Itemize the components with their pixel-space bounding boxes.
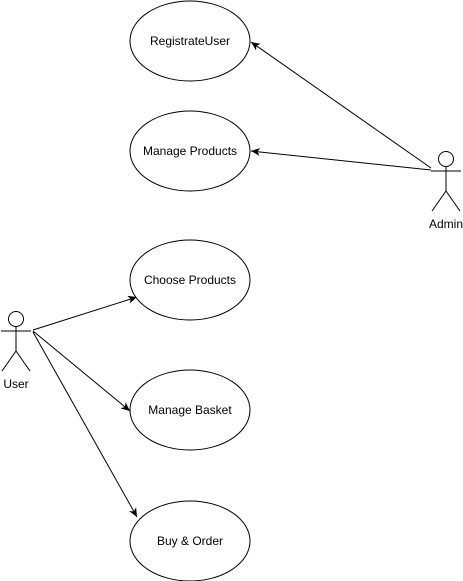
use-case-manage-basket[interactable]: Manage Basket	[129, 369, 251, 451]
actor-label: Admin	[429, 217, 463, 231]
use-case-choose-products[interactable]: Choose Products	[129, 239, 251, 321]
use-case-ellipse	[129, 0, 251, 82]
stick-figure-icon	[431, 151, 461, 212]
use-case-label: Buy & Order	[157, 534, 223, 548]
use-case-ellipse	[129, 500, 251, 581]
association-user-manage-basket[interactable]	[32, 330, 131, 412]
use-case-registrate-user[interactable]: RegistrateUser	[129, 0, 251, 82]
use-case-label: Manage Basket	[148, 403, 232, 417]
use-case-label: RegistrateUser	[150, 34, 230, 48]
association-user-buy-order[interactable]	[32, 331, 138, 518]
actor-label: User	[3, 377, 28, 391]
use-case-manage-products[interactable]: Manage Products	[129, 110, 251, 192]
use-case-label: Choose Products	[144, 273, 236, 287]
use-case-label: Manage Products	[143, 144, 237, 158]
stick-figure-icon	[1, 311, 31, 372]
use-case-ellipse	[129, 239, 251, 321]
use-case-buy-order[interactable]: Buy & Order	[129, 500, 251, 581]
use-case-ellipse	[129, 110, 251, 192]
associations	[32, 41, 432, 518]
association-admin-manage-products[interactable]	[250, 147, 432, 171]
actor-admin[interactable]: Admin	[429, 151, 463, 232]
association-admin-registrate-user[interactable]	[250, 41, 432, 169]
actor-user[interactable]: User	[1, 311, 31, 392]
association-user-choose-products[interactable]	[32, 295, 138, 331]
use-case-ellipse	[129, 369, 251, 451]
